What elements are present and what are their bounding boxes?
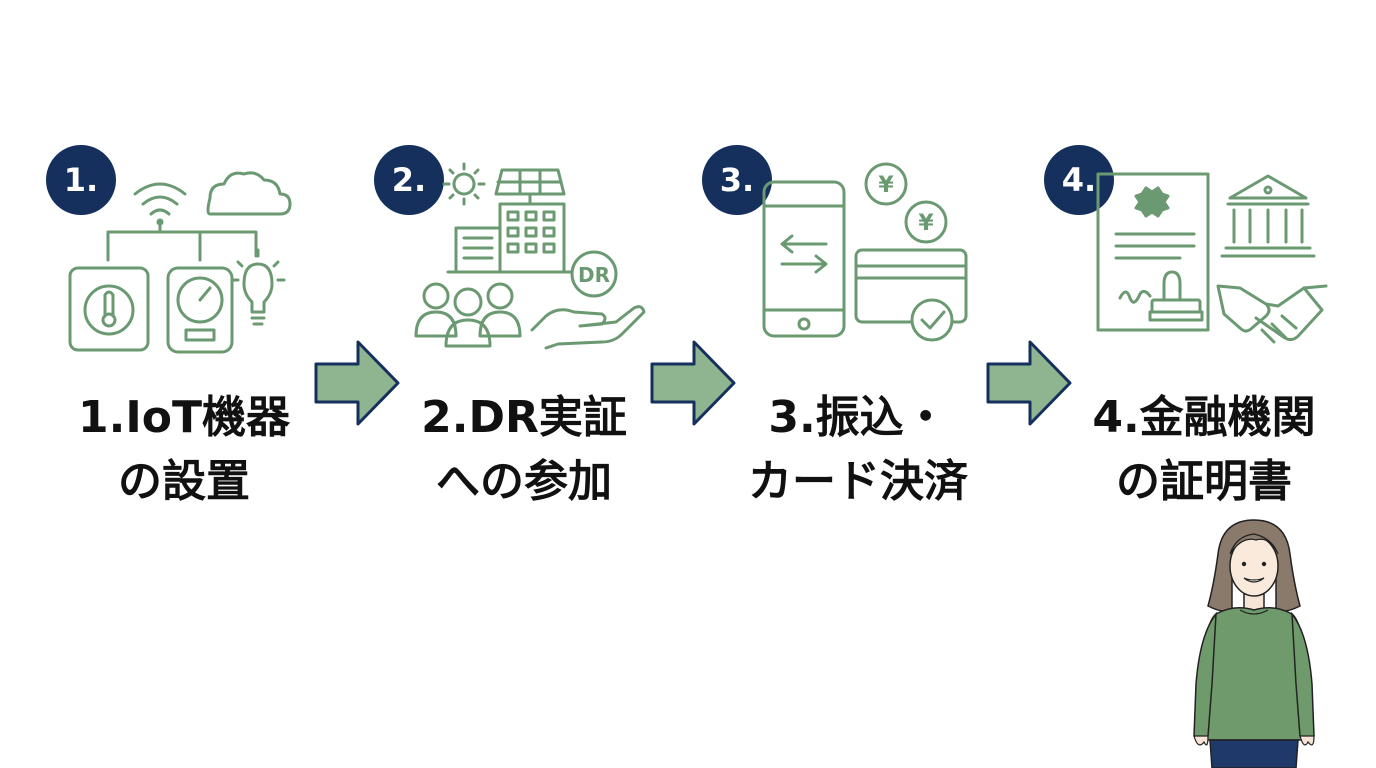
step-4-illustration: [1096, 172, 1328, 344]
step-1-illustration: [68, 171, 292, 354]
step-1-label-line2: の設置: [118, 456, 250, 507]
step-3-illustration: ¥ ¥: [762, 162, 968, 342]
step-1-label: 1.IoT機器 の設置: [60, 386, 308, 514]
solar-panel-icon: [494, 168, 566, 204]
handshake-icon: [1216, 284, 1328, 344]
dr-hand-icon: DR: [530, 250, 646, 350]
cloud-icon: [206, 171, 292, 216]
yen-symbol-1: ¥: [878, 173, 894, 198]
yen-coin-icon: [864, 162, 948, 244]
step-4-badge: 4.: [1044, 145, 1114, 215]
step-1-badge: 1.: [46, 145, 116, 215]
building-icon: [446, 202, 574, 274]
bank-icon: [1220, 174, 1316, 258]
arrow-3-to-4: [986, 340, 1072, 426]
step-2-label-line1: 2.DR実証: [421, 392, 627, 443]
step-2-illustration: DR: [414, 162, 646, 350]
thermometer-icon: [68, 266, 150, 352]
dr-badge-text: DR: [578, 263, 610, 287]
check-icon: [910, 298, 954, 342]
step-4-label-line1: 4.金融機関: [1092, 392, 1316, 443]
lightbulb-icon: [230, 248, 286, 326]
yen-symbol-2: ¥: [918, 211, 934, 236]
step-4-label-line2: の証明書: [1116, 456, 1292, 507]
step-3-label: 3.振込・ カード決済: [716, 386, 1000, 514]
arrow-1-to-2: [314, 340, 400, 426]
people-icon: [414, 282, 522, 348]
arrow-2-to-3: [650, 340, 736, 426]
certificate-icon: [1096, 172, 1210, 332]
step-2-label: 2.DR実証 への参加: [400, 386, 648, 514]
step-1-label-line1: 1.IoT機器: [78, 392, 290, 443]
step-4-label: 4.金融機関 の証明書: [1060, 386, 1348, 514]
green-sweater: [1193, 607, 1315, 741]
step-2-badge: 2.: [374, 145, 444, 215]
woman-presenter-illustration: [1193, 519, 1315, 768]
step-3-badge: 3.: [702, 145, 772, 215]
step-2-label-line2: への参加: [436, 456, 612, 507]
step-3-label-line1: 3.振込・: [768, 392, 948, 443]
wifi-icon: [133, 182, 187, 226]
gauge-icon: [166, 266, 234, 354]
smartphone-transfer-icon: [762, 180, 846, 338]
trousers: [1209, 739, 1299, 768]
stamp-icon: [1148, 270, 1204, 322]
step-3-label-line2: カード決済: [748, 456, 968, 507]
sun-icon: [442, 162, 486, 206]
